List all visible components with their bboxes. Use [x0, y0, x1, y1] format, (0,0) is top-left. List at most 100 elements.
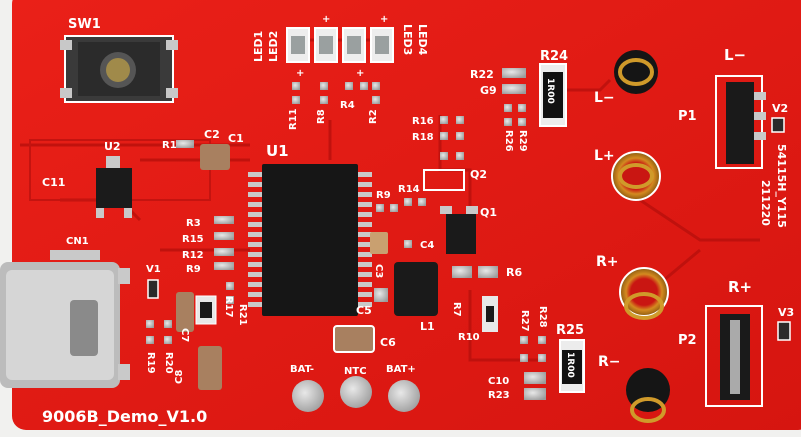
label-c11: C11 — [42, 176, 65, 189]
c5-pad — [374, 288, 388, 302]
plus-marker-3: + — [380, 14, 388, 25]
label-sw1: SW1 — [68, 17, 101, 32]
c6-cap — [333, 325, 375, 353]
v1-part — [147, 279, 159, 299]
l1-inductor — [394, 262, 438, 316]
plus-marker-2: + — [356, 68, 364, 79]
label-v2: V2 — [772, 102, 788, 115]
label-u2: U2 — [104, 140, 121, 153]
label-r26: R26 — [503, 130, 514, 152]
label-r8: R8 — [316, 109, 327, 124]
label-c1: C1 — [228, 132, 244, 145]
label-p1: P1 — [678, 109, 697, 124]
label-r22: R22 — [470, 68, 494, 81]
u2-chip — [96, 156, 132, 218]
label-l-plus: L+ — [594, 148, 615, 164]
label-r12: R12 — [182, 250, 204, 261]
label-r9: R9 — [376, 190, 391, 201]
label-led4: LED4 — [416, 24, 429, 56]
label-r25: R25 — [556, 323, 584, 338]
plus-marker-4: + — [322, 14, 330, 25]
label-r1: R1 — [162, 140, 177, 151]
label-r10: R10 — [458, 332, 480, 343]
label-led2: LED2 — [267, 31, 280, 62]
label-vertical-date: 211220 — [759, 180, 772, 226]
label-c4: C4 — [420, 240, 434, 251]
r23-pad — [524, 388, 546, 400]
label-board-name: 9006B_Demo_V1.0 — [42, 407, 207, 426]
led-array — [286, 27, 394, 63]
r27-r28-pads — [520, 336, 546, 362]
r6-pads — [452, 266, 498, 278]
label-led1: LED1 — [252, 31, 265, 62]
label-l-minus: L− — [594, 90, 615, 106]
terminal-l-plus — [611, 151, 661, 201]
label-r11: R11 — [288, 108, 299, 130]
label-r23: R23 — [488, 390, 510, 401]
label-r20: R20 — [163, 352, 174, 374]
p2-header — [705, 305, 763, 407]
label-cn1: CN1 — [66, 236, 89, 247]
label-res-1r00-bottom: 1R00 — [565, 352, 575, 378]
label-r27: R27 — [519, 310, 530, 332]
v3-part — [777, 321, 791, 341]
plus-marker-1: + — [296, 68, 304, 79]
label-u1: U1 — [266, 142, 289, 160]
label-ntc: NTC — [344, 366, 367, 377]
label-r24: R24 — [540, 49, 568, 64]
left-resistors — [214, 216, 234, 304]
label-r16: R16 — [412, 116, 434, 127]
label-l1: L1 — [420, 320, 435, 333]
r1-resistor — [176, 140, 194, 148]
label-r-minus: R− — [598, 354, 621, 370]
label-r17: R17 — [223, 296, 234, 318]
label-v3: V3 — [778, 306, 794, 319]
label-r28: R28 — [537, 306, 548, 328]
label-r3: R3 — [186, 218, 201, 229]
label-l-minus-top: L− — [724, 46, 746, 64]
terminal-r-minus — [626, 368, 670, 423]
label-r6: R6 — [506, 266, 522, 279]
terminal-r-plus — [619, 267, 669, 320]
u1-chip — [248, 164, 372, 316]
label-c2: C2 — [204, 128, 220, 141]
c3-cap — [370, 232, 388, 254]
label-vertical-code: 54115H_Y115 — [775, 144, 788, 228]
label-c3: C3 — [373, 264, 384, 278]
label-led3: LED3 — [401, 24, 414, 55]
label-g9: G9 — [480, 84, 497, 97]
label-r21: R21 — [237, 304, 248, 326]
label-r2: R2 — [368, 109, 379, 124]
label-c8: C8 — [174, 370, 185, 384]
label-v1: V1 — [146, 264, 161, 275]
label-c5: C5 — [356, 304, 372, 317]
p1-header — [715, 75, 766, 169]
label-r15: R15 — [182, 234, 204, 245]
q2-outline — [423, 169, 465, 191]
label-bat-plus: BAT+ — [386, 364, 416, 375]
label-c10: C10 — [488, 376, 509, 387]
label-r18: R18 — [412, 132, 434, 143]
v2-part — [771, 117, 785, 133]
q1-transistor — [446, 214, 476, 254]
label-c6: C6 — [380, 336, 396, 349]
label-bat-minus: BAT- — [290, 364, 314, 375]
label-c7: C7 — [179, 328, 190, 342]
c10-pad — [524, 372, 546, 384]
label-p2: P2 — [678, 333, 697, 348]
label-q2: Q2 — [470, 168, 487, 181]
battery-pads — [292, 376, 420, 412]
label-res-1r00-top: 1R00 — [545, 78, 555, 104]
r16-r18-pads — [440, 116, 464, 160]
label-r19: R19 — [145, 352, 156, 374]
label-r29: R29 — [517, 130, 528, 152]
terminal-l-minus — [614, 50, 658, 94]
label-q1: Q1 — [480, 206, 497, 219]
r22-g9-pads — [502, 68, 526, 126]
resistor-pads-top — [292, 82, 380, 104]
c8-cap — [198, 346, 222, 390]
usb-c-connector — [0, 250, 130, 388]
label-r4: R4 — [340, 100, 355, 111]
sw1-switch — [60, 35, 178, 103]
